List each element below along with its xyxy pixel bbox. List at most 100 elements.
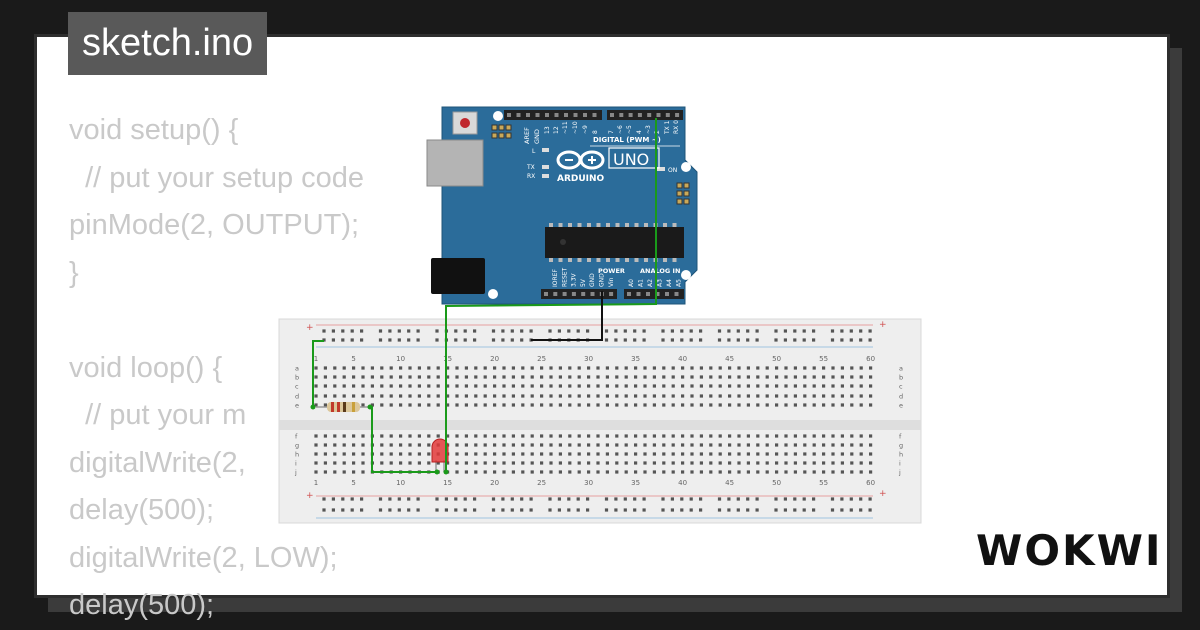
resistor[interactable] bbox=[316, 402, 370, 412]
wire-pin2-to-led[interactable] bbox=[445, 118, 657, 472]
tx-led-label: TX bbox=[526, 164, 535, 171]
column-number: 25 bbox=[537, 479, 546, 487]
row-letter: a bbox=[899, 365, 903, 373]
wokwi-logo: WOKWI bbox=[976, 525, 1161, 583]
digital-pin-label: 2 bbox=[654, 130, 661, 134]
power-pin-label: GND bbox=[599, 273, 606, 287]
column-number: 30 bbox=[584, 355, 593, 363]
column-number: 55 bbox=[819, 355, 828, 363]
column-number: 40 bbox=[678, 479, 687, 487]
analog-pin-label: A1 bbox=[638, 279, 645, 287]
digital-pin-label: ~9 bbox=[582, 125, 589, 134]
code-editor[interactable]: void setup() { // put your setup code pin… bbox=[69, 107, 364, 630]
wokwi-logo-mark: WOKWI bbox=[976, 526, 1161, 575]
power-pin-label: GND bbox=[589, 273, 596, 287]
resistor-band bbox=[331, 402, 334, 412]
digital-label: DIGITAL (PWM ~) bbox=[593, 136, 661, 144]
reset-button-cap[interactable] bbox=[460, 118, 470, 128]
gnd-label: GND bbox=[533, 129, 541, 144]
code-line: void setup() { bbox=[69, 114, 239, 146]
l-led-label: L bbox=[532, 148, 536, 155]
row-letter: a bbox=[295, 365, 299, 373]
power-pin-label: 3.3V bbox=[571, 272, 578, 287]
row-letter: c bbox=[295, 383, 299, 391]
power-jack bbox=[431, 258, 485, 294]
l-led bbox=[542, 148, 549, 152]
arduino-brand: ARDUINO bbox=[557, 174, 605, 184]
digital-pin-label: 8 bbox=[592, 130, 599, 134]
column-number: 5 bbox=[351, 479, 355, 487]
column-number: 50 bbox=[772, 355, 781, 363]
mount-hole bbox=[488, 289, 498, 299]
power-pin-label: Vin bbox=[608, 277, 615, 287]
aref-label: AREF bbox=[523, 127, 531, 144]
column-number: 45 bbox=[725, 479, 734, 487]
breadboard-holes bbox=[314, 329, 873, 512]
rail-plus-label: + bbox=[306, 491, 314, 501]
on-led bbox=[657, 167, 665, 171]
uno-model: UNO bbox=[613, 150, 649, 169]
digital-pin-label: ~10 bbox=[572, 121, 579, 134]
column-number: 60 bbox=[866, 355, 875, 363]
digital-header-left bbox=[504, 110, 602, 120]
row-letter: j bbox=[294, 469, 297, 477]
digital-pin-label: TX 1 bbox=[664, 120, 671, 135]
digital-pin-label: RX 0 bbox=[673, 120, 680, 134]
rx-led-label: RX bbox=[527, 173, 535, 180]
digital-pin-label: 7 bbox=[608, 130, 615, 134]
header-pins bbox=[507, 113, 680, 296]
code-line: pinMode(2, OUTPUT); bbox=[69, 209, 360, 241]
digital-header-right bbox=[607, 110, 683, 120]
row-letter: c bbox=[899, 383, 903, 391]
column-number: 30 bbox=[584, 479, 593, 487]
wires bbox=[310, 118, 657, 475]
column-number: 45 bbox=[725, 355, 734, 363]
breadboard-labels: 1155101015152020252530303535404045455050… bbox=[294, 355, 903, 487]
row-letter: h bbox=[295, 451, 299, 459]
digital-pin-label: ~5 bbox=[626, 125, 633, 134]
column-number: 5 bbox=[351, 355, 355, 363]
sketch-tab[interactable]: sketch.ino bbox=[68, 12, 268, 75]
column-number: 15 bbox=[443, 355, 452, 363]
power-header bbox=[541, 289, 617, 299]
wire-rail-to-resistor[interactable] bbox=[312, 340, 324, 407]
row-letter: i bbox=[899, 460, 901, 468]
column-number: 35 bbox=[631, 355, 640, 363]
code-line: digitalWrite(2, bbox=[69, 446, 246, 479]
code-line: // put your setup code bbox=[69, 161, 365, 194]
column-number: 55 bbox=[819, 479, 828, 487]
on-led-label: ON bbox=[668, 167, 677, 174]
wire-gnd-to-rail[interactable] bbox=[531, 291, 603, 341]
power-label: POWER bbox=[598, 267, 625, 275]
icsp-header bbox=[676, 182, 690, 205]
analog-pin-label: A5 bbox=[676, 279, 683, 287]
row-letter: f bbox=[295, 433, 298, 441]
code-line: delay(500); bbox=[69, 494, 215, 526]
svg-text:WOKWI: WOKWI bbox=[976, 526, 1163, 575]
tx-led bbox=[542, 165, 549, 169]
arduino-infinity-logo bbox=[556, 150, 605, 170]
icsp-header bbox=[491, 124, 512, 139]
mount-hole bbox=[493, 111, 503, 121]
row-letter: j bbox=[898, 469, 901, 477]
atmega-chip bbox=[545, 227, 684, 258]
resistor-band bbox=[352, 402, 355, 412]
row-letter: f bbox=[899, 433, 902, 441]
analog-header bbox=[624, 289, 684, 299]
code-line: delay(500); bbox=[69, 589, 215, 621]
row-letter: e bbox=[899, 402, 903, 410]
row-letter: h bbox=[899, 451, 903, 459]
column-number: 35 bbox=[631, 479, 640, 487]
column-number: 1 bbox=[314, 479, 318, 487]
power-pin-label: IOREF bbox=[552, 269, 559, 287]
analog-pin-label: A4 bbox=[666, 279, 673, 287]
power-pin-label: 5V bbox=[580, 278, 587, 287]
resistor-band bbox=[337, 402, 340, 412]
code-line: // put your m bbox=[69, 399, 247, 431]
row-letter: b bbox=[899, 374, 903, 382]
digital-pin-label: 13 bbox=[544, 126, 551, 134]
chip-notch bbox=[560, 239, 566, 245]
